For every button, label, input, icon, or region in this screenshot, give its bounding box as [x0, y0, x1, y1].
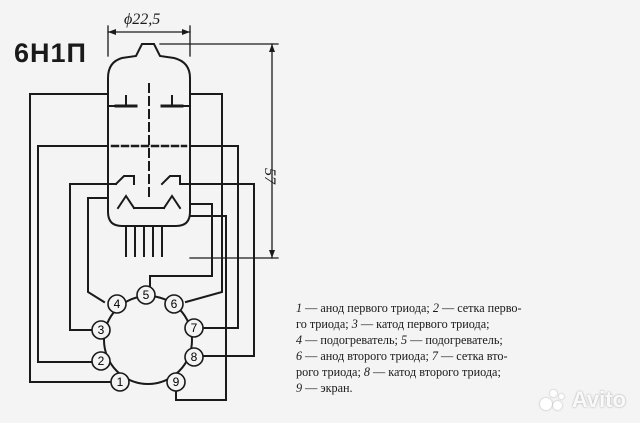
legend-line: 1 — анод первого триода; 2 — сетка перво… [296, 301, 522, 315]
svg-text:6: 6 [171, 297, 178, 311]
svg-text:2: 2 [98, 354, 105, 368]
pin-8: 8 [184, 347, 204, 367]
pin-circles: 1 2 3 4 5 6 7 8 9 [91, 285, 204, 392]
avito-wordmark: Avito [571, 387, 626, 412]
pin-3: 3 [91, 320, 111, 340]
pin-legend: 1 — анод первого триода; 2 — сетка перво… [296, 300, 630, 396]
svg-text:8: 8 [191, 350, 198, 364]
tube-envelope [107, 43, 191, 227]
svg-text:4: 4 [114, 297, 121, 311]
height-label: 57 [261, 168, 278, 185]
tube-model-title: 6Н1П [14, 38, 87, 68]
legend-line: 4 — подогреватель; 5 — подогреватель; [296, 333, 503, 347]
pin-9: 9 [166, 372, 186, 392]
pin-6: 6 [164, 294, 184, 314]
avito-watermark: Avito [539, 387, 626, 413]
legend-line: го триода; 3 — катод первого триода; [296, 317, 490, 331]
svg-text:5: 5 [143, 288, 150, 302]
svg-text:9: 9 [173, 375, 180, 389]
svg-text:7: 7 [191, 321, 198, 335]
diameter-label: ϕ22,5 [124, 11, 160, 28]
legend-line: 9 — экран. [296, 381, 353, 395]
legend-line: рого триода; 8 — катод второго триода; [296, 365, 501, 379]
pin-1: 1 [110, 372, 130, 392]
svg-text:3: 3 [98, 323, 105, 337]
pin-4: 4 [107, 294, 127, 314]
pin-5: 5 [136, 285, 156, 305]
pin-2: 2 [91, 351, 111, 371]
legend-line: 6 — анод второго триода; 7 — сетка вто- [296, 349, 508, 363]
pin-7: 7 [184, 318, 204, 338]
pin-label: 1 [117, 375, 124, 389]
avito-logo-icon [539, 388, 566, 412]
